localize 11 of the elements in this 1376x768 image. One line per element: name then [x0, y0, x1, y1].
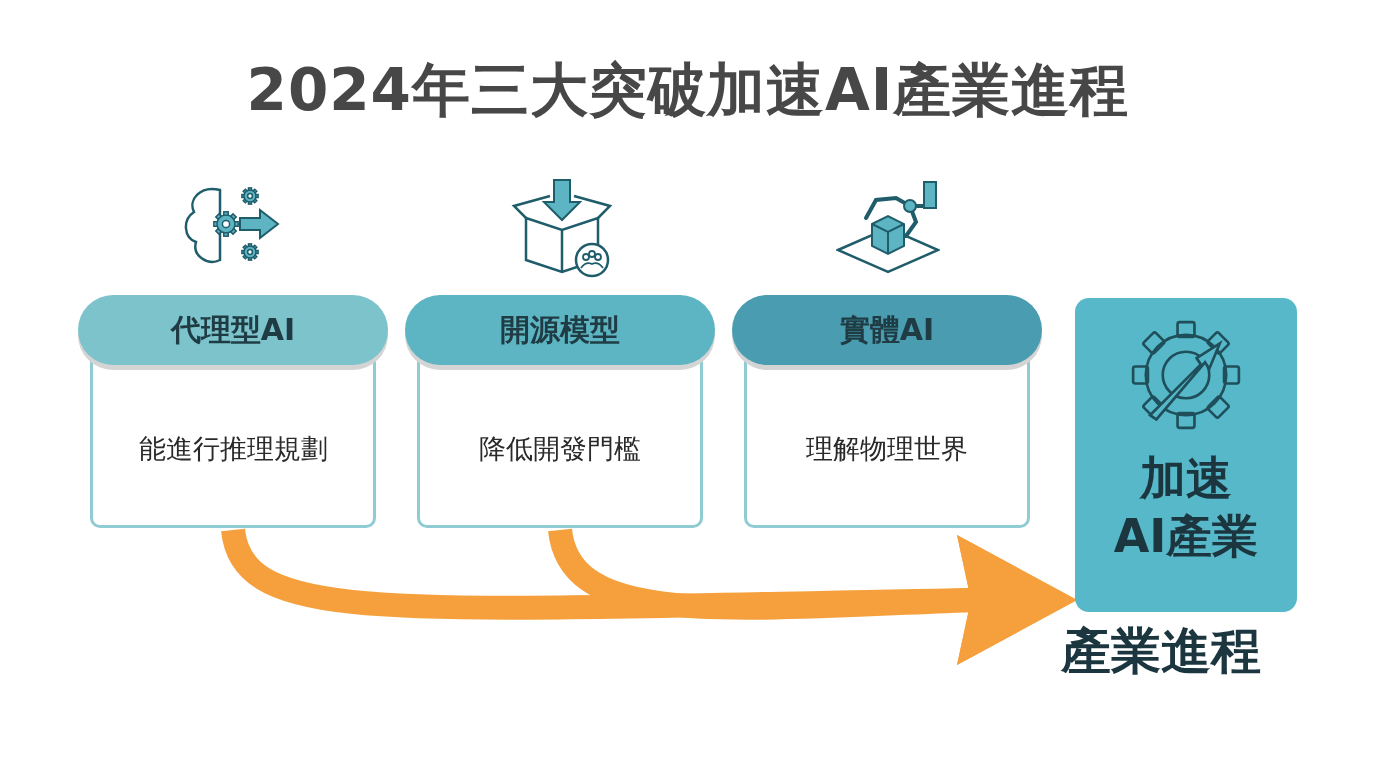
card-text: 降低開發門檻: [479, 431, 641, 466]
title: 2024年三大突破加速AI產業進程: [245, 55, 1131, 126]
card: [405, 295, 715, 530]
result-box: [1075, 298, 1297, 612]
result-text: 加速AI產業: [1113, 450, 1259, 565]
card: [78, 295, 388, 530]
result-caption: 產業進程: [1061, 621, 1261, 682]
card: [732, 295, 1042, 530]
card-text: 能進行推理規劃: [138, 431, 328, 466]
card-text: 理解物理世界: [806, 431, 968, 466]
curved-arrow: [548, 527, 1077, 665]
